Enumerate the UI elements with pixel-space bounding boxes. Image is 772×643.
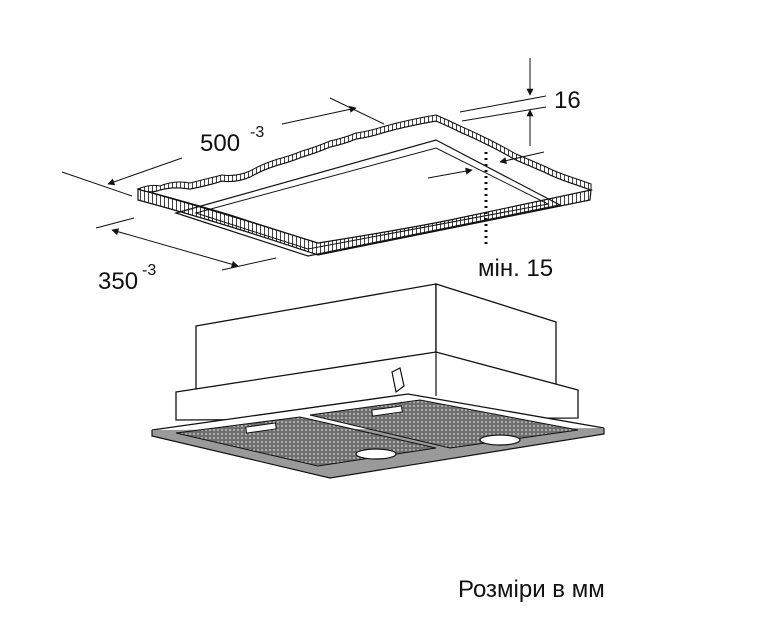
length-arrow-left — [107, 157, 183, 186]
dimension-clearance: мін. 15 — [427, 151, 553, 282]
dimension-width: 350 -3 — [95, 217, 277, 295]
dimension-thickness: 16 — [459, 58, 581, 146]
ceiling-cutout — [136, 114, 594, 257]
filter-handle-right — [371, 405, 403, 417]
thickness-value: 16 — [554, 87, 581, 114]
clearance-value: мін. 15 — [478, 255, 553, 282]
length-arrow-right — [281, 105, 357, 125]
cutout-opening-inner — [194, 147, 550, 250]
dimension-length: 500 -3 — [61, 97, 385, 197]
width-tolerance: -3 — [142, 262, 156, 279]
hood-unit — [151, 283, 605, 479]
units-note: Розміри в мм — [458, 576, 605, 603]
width-value: 350 — [98, 268, 138, 295]
filter-handle-left — [245, 422, 277, 434]
width-arrow — [111, 228, 239, 268]
mounting-clip — [391, 367, 405, 394]
length-tolerance: -3 — [250, 124, 264, 141]
lamp-right — [479, 434, 521, 446]
length-value: 500 — [200, 130, 240, 157]
lamp-left — [355, 448, 397, 460]
cutout-opening-outer — [173, 139, 562, 257]
